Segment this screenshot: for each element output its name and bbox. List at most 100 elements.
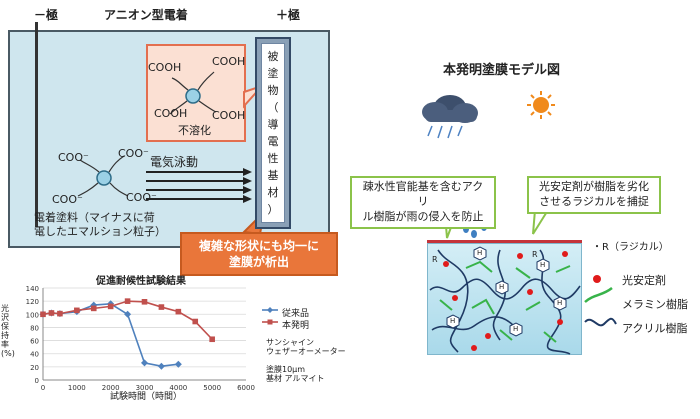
chart-ylabel: 光沢保持率(%) [1,304,15,358]
coo-label-1: COO⁻ [58,151,89,164]
workpiece-char: 材 [267,186,279,199]
hydrophobic-callout-line2: ル樹脂が雨の侵入を防止 [362,209,484,223]
legend-stabilizer-label: 光安定剤 [622,274,666,287]
series-point-1 [48,310,55,316]
coo-label-3: COO⁻ [52,193,83,206]
chart-xtick-label: 4000 [169,384,187,392]
chart-ytick-label: 120 [26,298,39,306]
radical-mark: R [532,250,538,259]
chart-annotation-2: ウェザーオーメーター [266,347,346,356]
hals-label: H [499,283,505,291]
series-point-1 [107,303,114,310]
coo-label-4: COO⁻ [126,191,157,204]
legend-acrylic-label: アクリル樹脂 [622,322,688,335]
series-point-1 [175,308,182,315]
series-point-0 [141,359,148,367]
legend-label-invention: 本発明 [282,321,310,331]
workpiece-electrode: 被 塗 物 （ 導 電 性 基 材 ） [255,37,291,229]
series-point-1 [192,318,199,325]
particle-label-line2: 電したエマルション粒子） [34,225,166,238]
uniform-coating-callout: 複雑な形状にも均一に 塗膜が析出 [180,232,338,277]
series-point-0 [157,362,165,370]
workpiece-char: 導 [267,118,279,131]
chart-ytick-label: 20 [30,364,39,372]
chart-xtick-label: 2000 [102,384,120,392]
minus-pole-label: －極 [34,8,59,22]
hydrophobic-resin-callout: 疎水性官能基を含むアクリ ル樹脂が雨の侵入を防止 [350,176,496,229]
chart-xtick-label: 0 [41,384,45,392]
series-point-1 [57,310,63,317]
chart-annotation-1: サンシャイン [266,338,314,347]
light-stabilizer-dots [443,251,568,351]
sun-icon [527,91,555,119]
chart-annotation-4: 基材 アルマイト [266,374,325,383]
cooh-label-2: COOH [212,55,246,68]
series-point-1 [74,307,80,314]
series-point-0 [124,310,132,318]
hals-label: H [540,261,546,269]
workpiece-char: （ [267,101,279,114]
chart-annotation-3: 塗膜10μm [266,365,306,374]
legend-stabilizer-marker [593,275,601,283]
light-stabilizer-callout: 光安定剤が樹脂を劣化 させるラジカルを捕捉 [527,176,661,214]
rain-cloud-icon [422,95,478,139]
coo-label-2: COO⁻ [118,147,149,160]
hals-label: H [477,249,483,257]
hals-label: H [450,317,456,325]
series-point-1 [40,311,46,318]
cooh-label-4: COOH [212,109,246,122]
chart-xtick-label: 6000 [237,384,255,392]
legend-melamine-label: メラミン樹脂 [622,298,688,311]
series-point-1 [209,336,215,343]
chart-xtick-label: 1000 [68,384,86,392]
legend-marker-0 [267,307,273,313]
uniform-coating-line2: 塗膜が析出 [228,255,289,270]
chart-xtick-label: 3000 [136,384,154,392]
chart-xtick-label: 5000 [203,384,221,392]
electrophoresis-arrows [146,171,244,200]
cathode-bar [35,22,38,227]
emulsion-particle-icon [96,170,112,186]
hydrophobic-callout-line1: 疎水性官能基を含むアクリ [362,180,484,208]
series-point-1 [158,304,165,310]
legend-marker-1 [267,319,273,325]
stabilizer-callout-line1: 光安定剤が樹脂を劣化 [539,180,649,193]
uniform-coating-line1: 複雑な形状にも均一に [198,239,319,253]
workpiece-char: 性 [267,152,279,165]
melamine-links [439,260,571,343]
model-title: 本発明塗膜モデル図 [443,63,561,78]
insoluble-label: 不溶化 [178,124,211,137]
series-point-1 [90,305,97,312]
coating-surface-line [427,240,582,244]
chart-ytick-label: 40 [30,351,39,359]
chart-ytick-label: 0 [35,377,39,385]
radical-mark: R [432,255,438,264]
workpiece-char: 被 [267,50,279,63]
particle-label-line1: 電着塗料（マイナスに荷 [34,211,155,224]
cell-title: アニオン型電着 [104,8,188,22]
legend-label-conventional: 従来品 [282,309,310,319]
chart-xlabel: 試験時間（時間） [110,392,183,402]
plus-pole-label: ＋極 [276,8,301,22]
series-point-0 [174,360,182,368]
legend-melamine-marker [584,287,613,303]
workpiece-char: ） [267,203,279,216]
stabilizer-callout-line2: させるラジカルを捕捉 [539,194,649,208]
legend-acrylic-marker [584,317,617,327]
hals-label: H [513,325,519,333]
workpiece-char: 物 [267,84,279,97]
chart-ytick-label: 100 [26,311,39,319]
workpiece-char: 基 [267,169,279,182]
chart-title: 促進耐候性試験結果 [96,276,186,287]
hals-label: H [557,299,563,307]
workpiece-char: 電 [267,135,279,148]
cooh-label-1: COOH [148,61,182,74]
hals-hexagons [446,246,567,337]
chart-ytick-label: 60 [30,338,39,346]
cooh-label-3: COOH [154,107,188,120]
insoluble-particle-icon [185,88,201,104]
electrophoresis-label: 電気泳動 [150,155,199,169]
series-point-1 [141,299,148,305]
